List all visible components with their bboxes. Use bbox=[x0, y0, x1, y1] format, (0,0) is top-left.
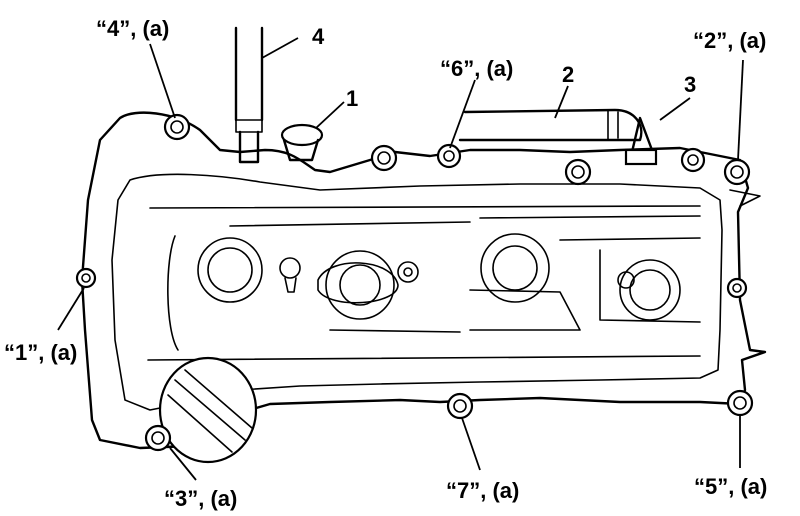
boss bbox=[564, 158, 592, 186]
bolt-7 bbox=[446, 392, 474, 420]
bolt-2 bbox=[723, 158, 751, 186]
callout-5: “5”, (a) bbox=[694, 474, 767, 499]
callout-4: “4”, (a) bbox=[96, 16, 169, 41]
leader-lines bbox=[57, 37, 744, 481]
labels: “4”, (a) 4 1 “6”, (a) 2 3 “2”, (a) “1”, … bbox=[4, 16, 767, 511]
callout-2: “2”, (a) bbox=[693, 28, 766, 53]
callout-1: “1”, (a) bbox=[4, 340, 77, 365]
part-4-label: 4 bbox=[312, 24, 325, 49]
part-3-pcv-valve bbox=[624, 116, 658, 166]
part-1-label: 1 bbox=[346, 86, 358, 111]
bolt-6 bbox=[436, 143, 462, 169]
part-2-pcv-hose bbox=[458, 108, 643, 142]
part-2-label: 2 bbox=[562, 62, 574, 87]
callout-6: “6”, (a) bbox=[440, 56, 513, 81]
bolt-4 bbox=[163, 113, 191, 141]
callout-3: “3”, (a) bbox=[164, 486, 237, 511]
bolt-1 bbox=[75, 267, 97, 289]
boss bbox=[680, 147, 706, 173]
bolts bbox=[75, 113, 754, 452]
bolt-5 bbox=[726, 389, 754, 417]
bolt-3 bbox=[144, 424, 172, 452]
oil-filler-cap bbox=[158, 356, 258, 464]
callout-7: “7”, (a) bbox=[446, 478, 519, 503]
oil-level-gauge-guide bbox=[234, 26, 264, 164]
boss bbox=[726, 277, 748, 299]
spark-plug-ports bbox=[197, 233, 681, 321]
cylinder-head-cover bbox=[80, 111, 767, 450]
part-1-cap bbox=[280, 123, 324, 162]
boss bbox=[370, 144, 398, 172]
part-3-label: 3 bbox=[684, 72, 696, 97]
